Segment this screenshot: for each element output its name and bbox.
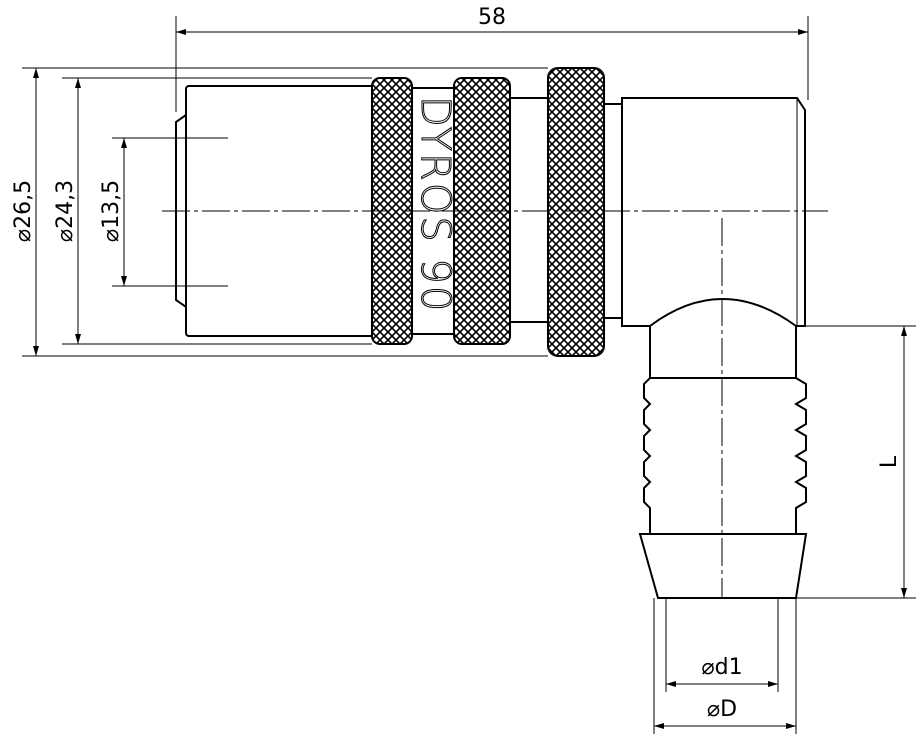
elbow-dome (649, 298, 797, 379)
brand-label: DYROS 90 (412, 96, 458, 313)
hose-tail (638, 298, 808, 599)
dim-text-knurl: ⌀24,3 (53, 180, 78, 242)
dimensions: 58 ⌀26,5 ⌀24,3 ⌀13,5 L ⌀d1 ⌀D (11, 5, 916, 734)
barb-tip (638, 533, 808, 599)
coupling-body: DYROS 90 (175, 67, 806, 357)
dim-text-od: ⌀26,5 (11, 180, 36, 242)
dim-text-58: 58 (478, 5, 506, 30)
knurled-ring-rear (547, 67, 605, 357)
dim-text-d: ⌀D (707, 697, 737, 722)
dim-text-d1: ⌀d1 (701, 655, 742, 680)
neck (503, 97, 555, 323)
dim-text-bore: ⌀13,5 (99, 180, 124, 242)
dim-text-l: L (877, 455, 902, 468)
barb-section (643, 377, 807, 535)
elbow-housing (621, 97, 806, 327)
center-lines (162, 210, 828, 598)
